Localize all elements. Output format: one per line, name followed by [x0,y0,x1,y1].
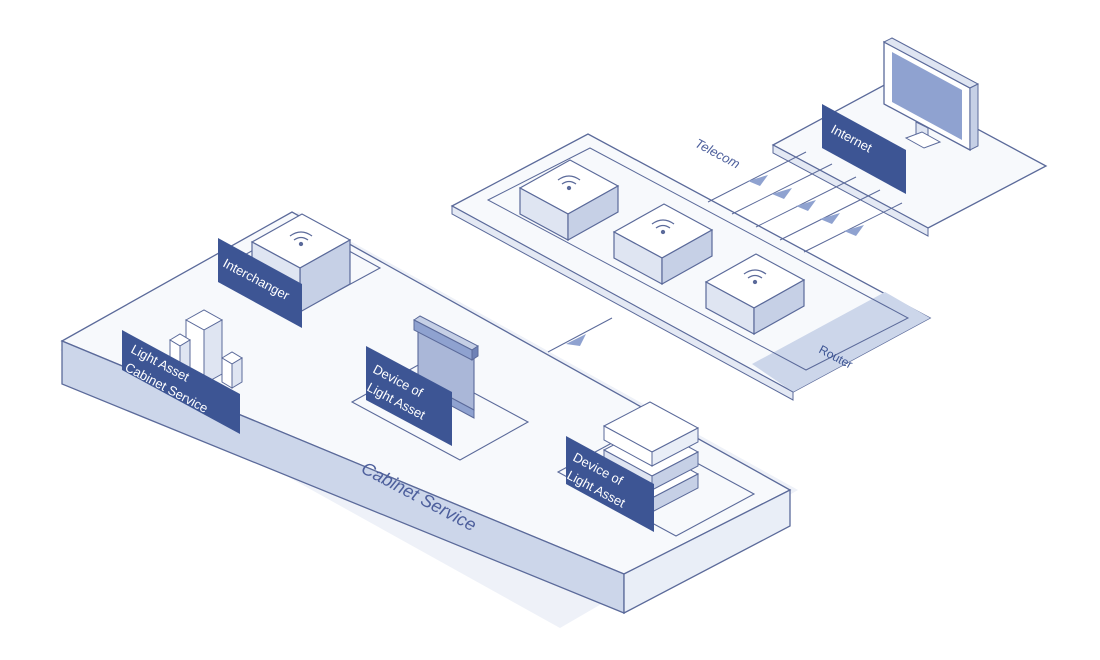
wifi-router-icon [289,231,313,247]
router-box-3 [704,253,806,336]
wifi-router-icon [651,219,675,235]
router-cabinet-link [547,317,613,353]
router-box-2 [612,203,714,286]
wifi-router-icon [557,175,581,191]
router-box-1 [518,159,620,242]
telecom-label: Telecom [693,135,743,171]
telecom-arrow-heads [748,175,864,236]
telecom-links [707,151,903,253]
wifi-router-icon [743,269,767,285]
monitor-icon [882,37,980,152]
